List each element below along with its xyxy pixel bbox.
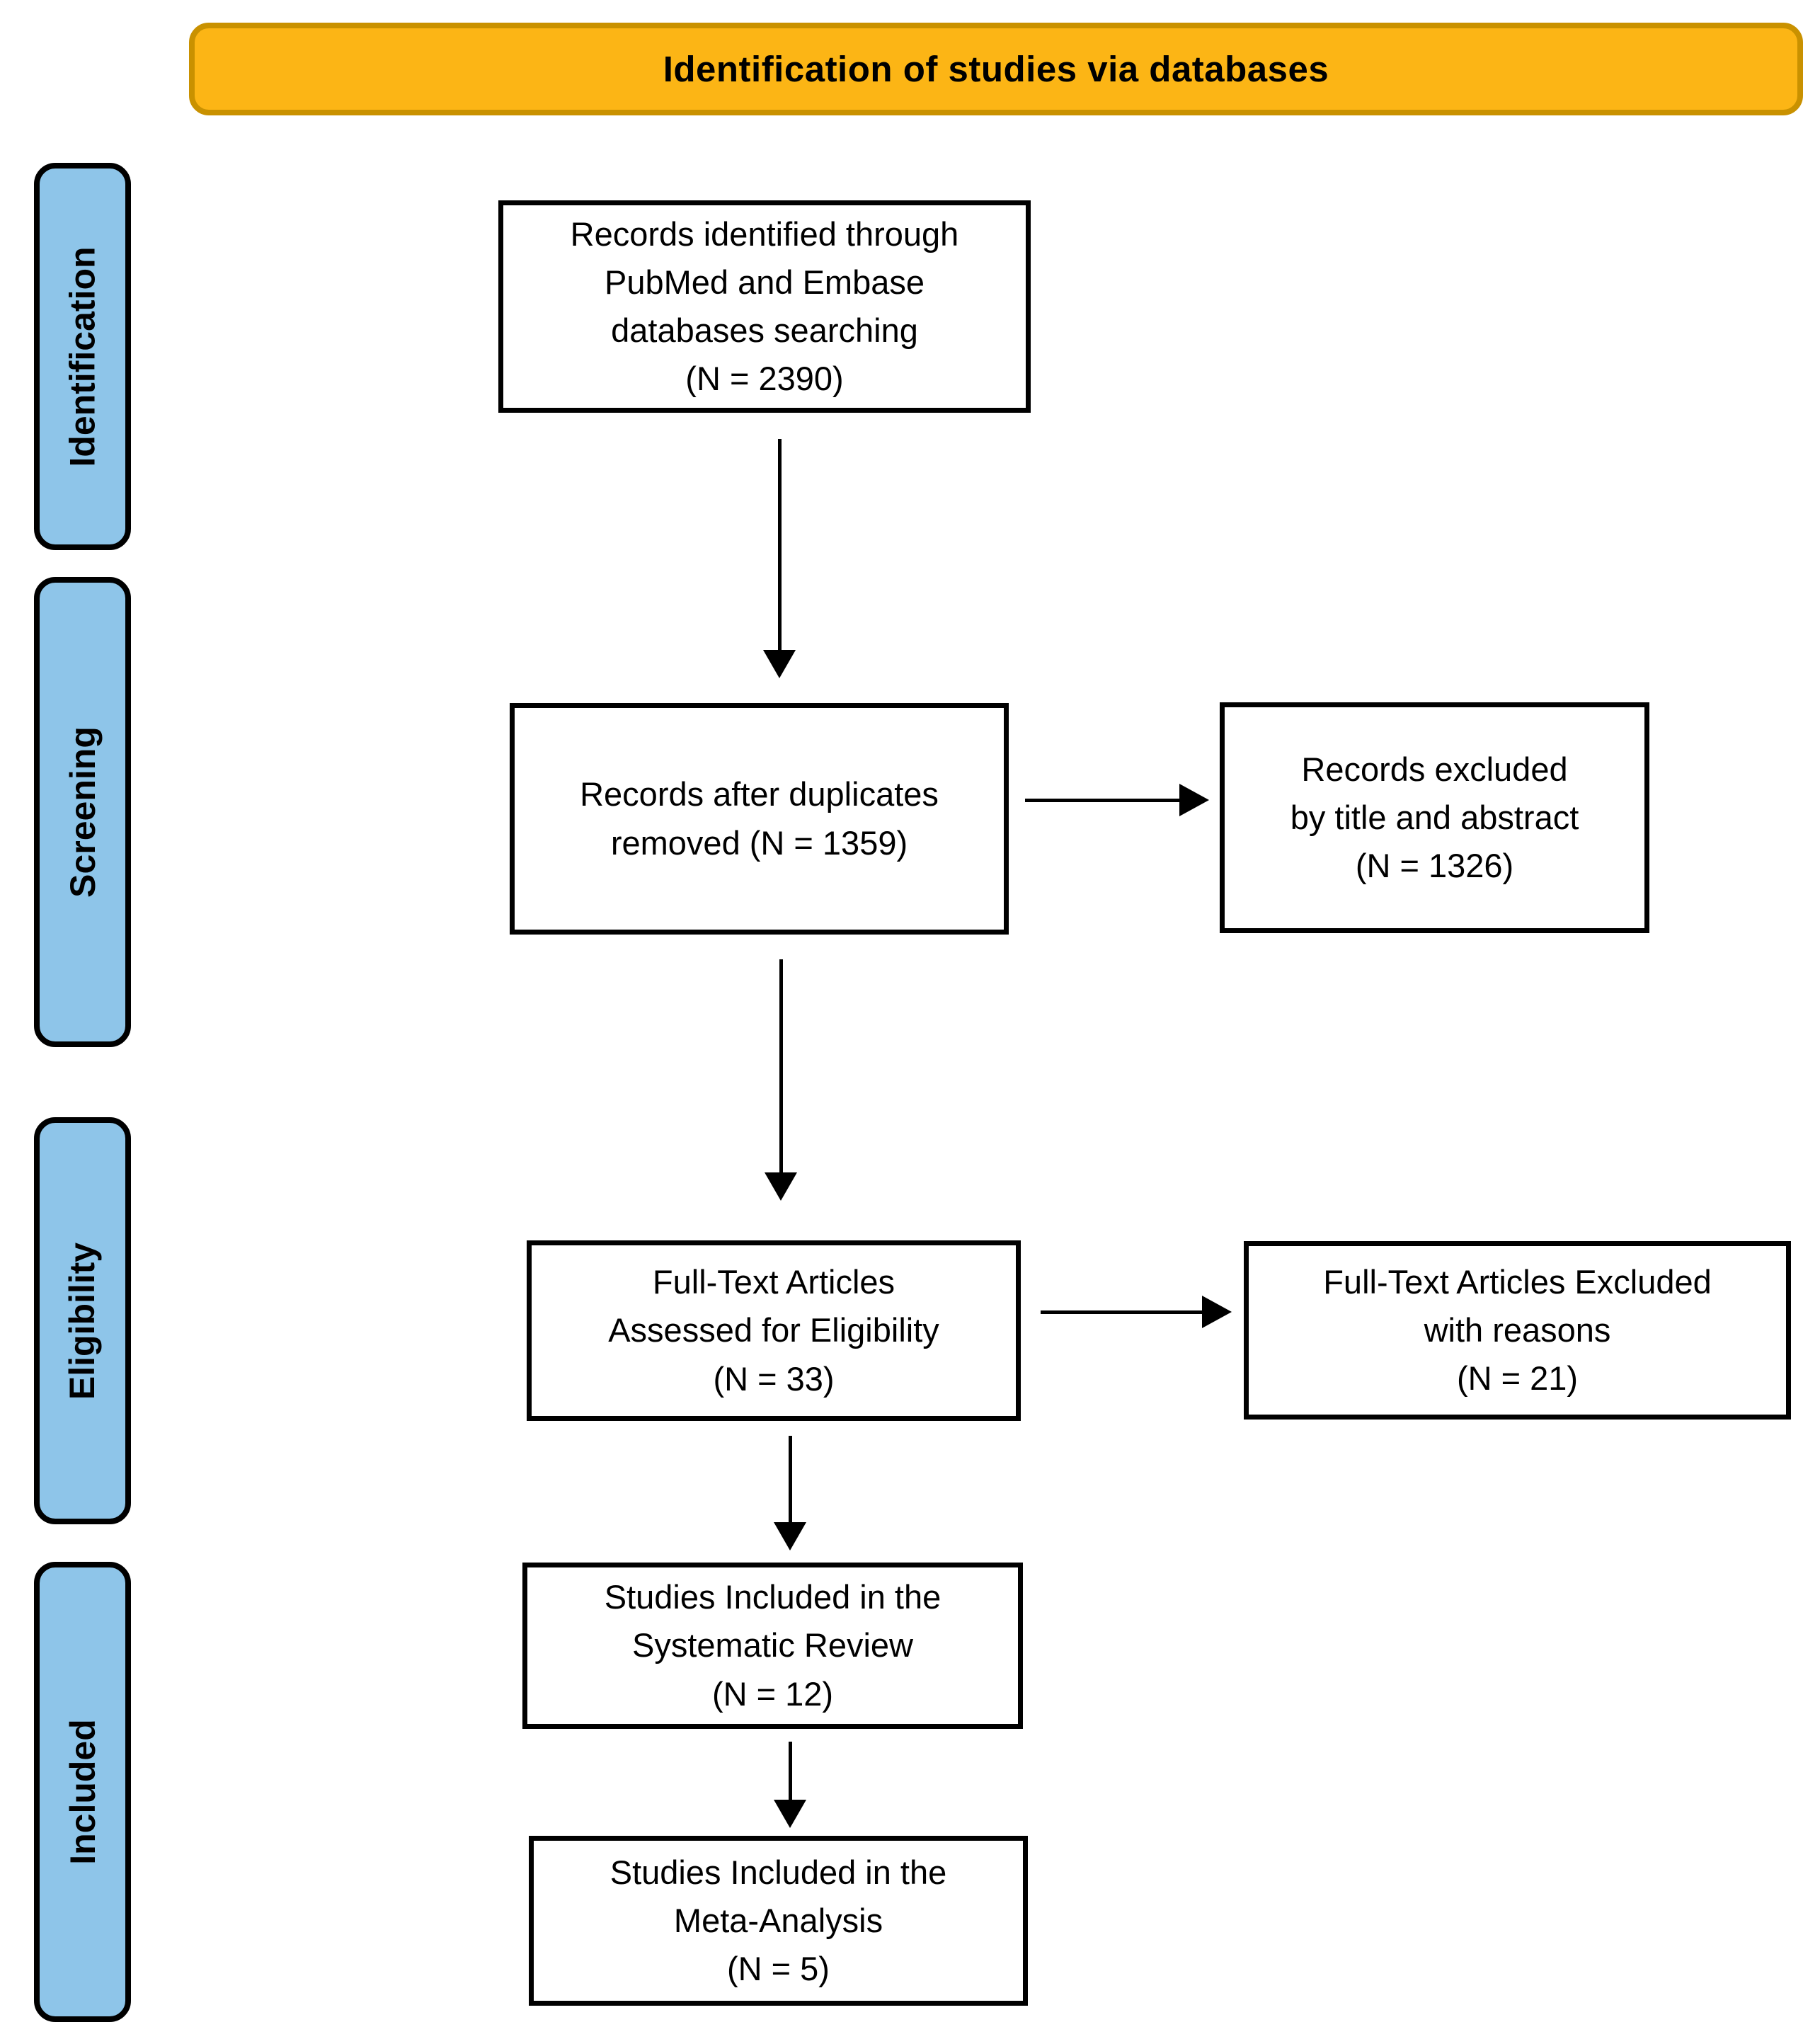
arrow-identified-to-deduplicated-line xyxy=(778,439,782,655)
box-records-excluded-text: Records excluded by title and abstract (… xyxy=(1290,750,1579,885)
arrow-fulltext-to-systematic-review-head xyxy=(774,1522,806,1550)
box-fulltext-assessed-text: Full-Text Articles Assessed for Eligibil… xyxy=(608,1263,939,1398)
arrow-deduplicated-to-fulltext-line xyxy=(779,959,783,1174)
arrow-systematic-review-to-meta-analysis-line xyxy=(789,1742,792,1802)
stage-identification: Identification xyxy=(34,163,131,550)
stage-eligibility: Eligibility xyxy=(34,1117,131,1524)
arrow-deduplicated-to-excluded-head xyxy=(1179,784,1209,816)
box-included-meta-analysis: Studies Included in the Meta-Analysis (N… xyxy=(529,1836,1028,2006)
stage-identification-label: Identification xyxy=(62,246,103,467)
box-fulltext-excluded: Full-Text Articles Excluded with reasons… xyxy=(1244,1241,1791,1420)
box-records-identified: Records identified through PubMed and Em… xyxy=(498,200,1031,413)
box-records-excluded: Records excluded by title and abstract (… xyxy=(1220,702,1649,933)
arrow-fulltext-to-systematic-review-line xyxy=(789,1436,792,1524)
box-included-systematic-review-text: Studies Included in the Systematic Revie… xyxy=(604,1578,942,1713)
arrow-deduplicated-to-fulltext-head xyxy=(765,1172,797,1201)
stage-screening: Screening xyxy=(34,577,131,1047)
stage-eligibility-label: Eligibility xyxy=(62,1242,103,1400)
box-included-systematic-review: Studies Included in the Systematic Revie… xyxy=(522,1563,1023,1729)
box-records-identified-text: Records identified through PubMed and Em… xyxy=(570,215,959,398)
arrow-fulltext-to-excluded-line xyxy=(1041,1310,1203,1314)
box-records-after-duplicates-text: Records after duplicates removed (N = 13… xyxy=(580,775,939,862)
arrow-identified-to-deduplicated-head xyxy=(763,650,796,678)
title-banner-label: Identification of studies via databases xyxy=(663,49,1329,89)
stage-included: Included xyxy=(34,1562,131,2022)
arrow-deduplicated-to-excluded-line xyxy=(1025,799,1181,802)
stage-screening-label: Screening xyxy=(62,726,103,898)
stage-included-label: Included xyxy=(62,1719,103,1865)
box-fulltext-excluded-text: Full-Text Articles Excluded with reasons… xyxy=(1323,1262,1712,1398)
arrow-systematic-review-to-meta-analysis-head xyxy=(774,1800,806,1828)
title-banner: Identification of studies via databases xyxy=(189,23,1803,115)
arrow-fulltext-to-excluded-head xyxy=(1202,1296,1232,1328)
box-records-after-duplicates: Records after duplicates removed (N = 13… xyxy=(510,703,1009,935)
box-fulltext-assessed: Full-Text Articles Assessed for Eligibil… xyxy=(527,1240,1021,1421)
box-included-meta-analysis-text: Studies Included in the Meta-Analysis (N… xyxy=(609,1853,947,1988)
